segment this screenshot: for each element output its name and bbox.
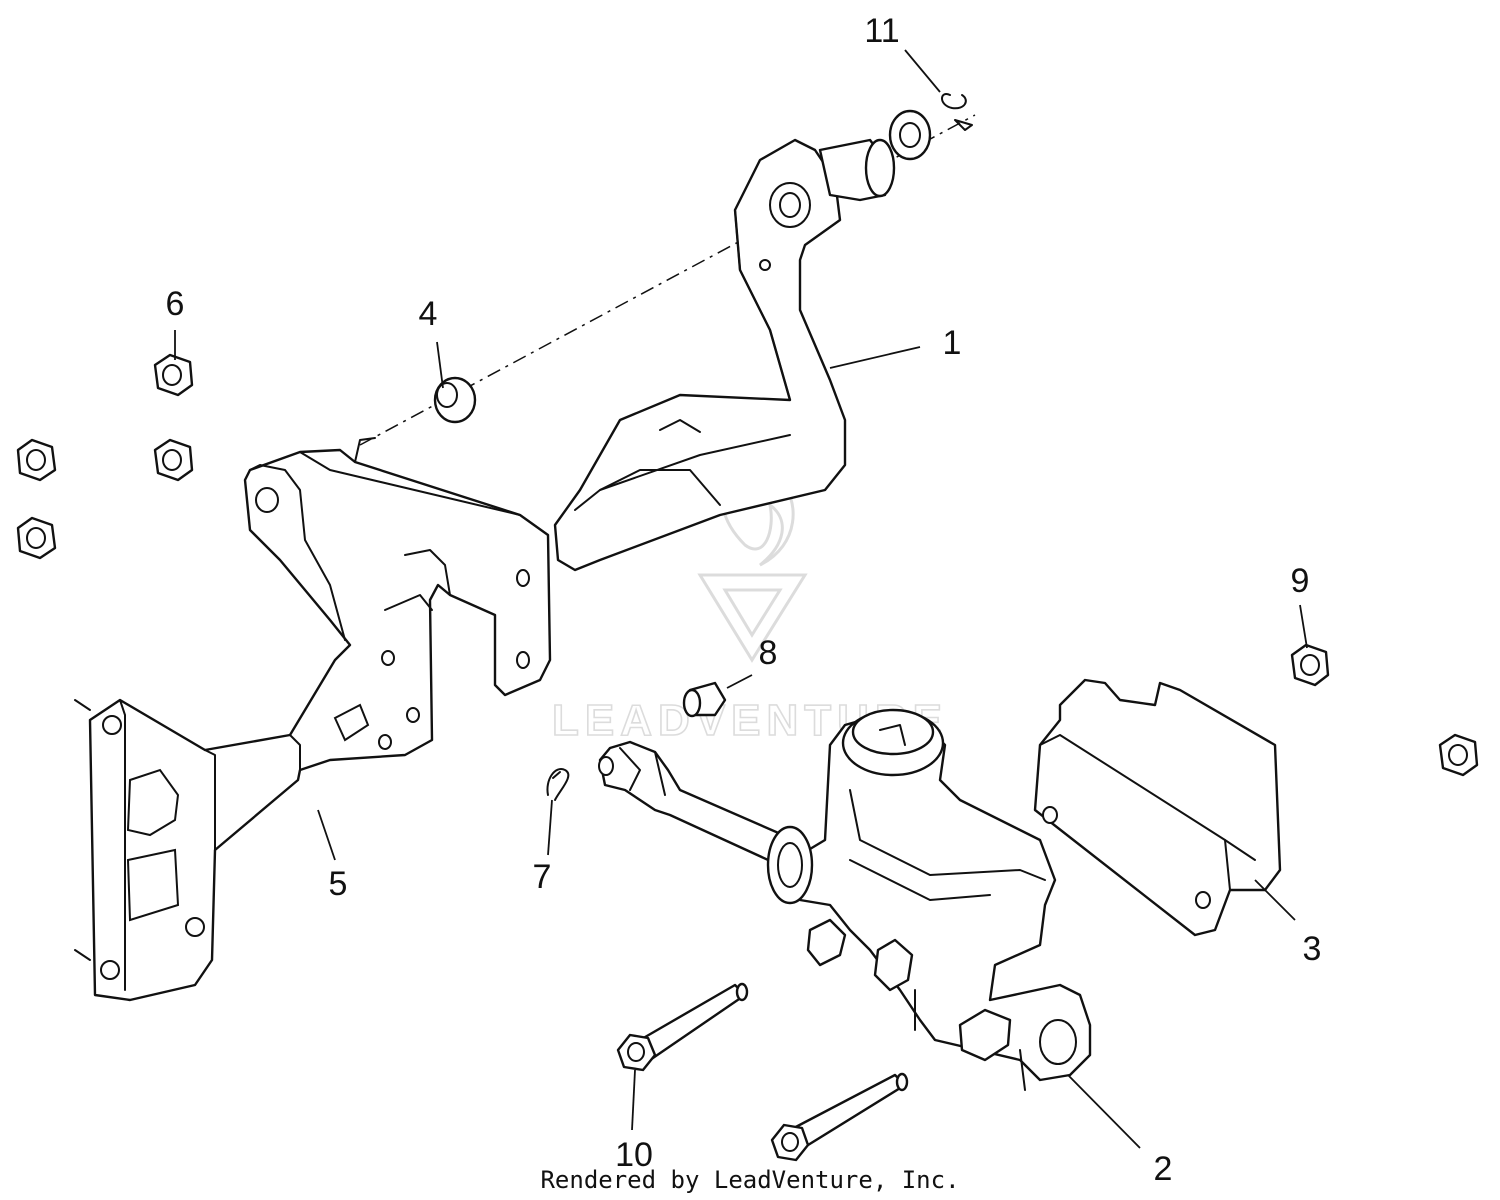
- part-6-flange-nuts: [16, 353, 194, 560]
- callout-5: 5: [329, 865, 348, 903]
- part-10-flange-bolts: [616, 982, 909, 1162]
- leader-lines: [174, 49, 1308, 1149]
- part-11-clip: [888, 93, 973, 161]
- callout-1: 1: [943, 324, 962, 362]
- part-2-master-cylinder: [598, 708, 1092, 1091]
- callout-10: 10: [615, 1136, 653, 1174]
- part-7-cotter-pin: [546, 768, 570, 801]
- callout-8: 8: [759, 634, 778, 672]
- callout-9: 9: [1291, 562, 1310, 600]
- render-credit: Rendered by LeadVenture, Inc.: [540, 1166, 960, 1194]
- part-8-clevis-pin: [682, 681, 727, 718]
- part-9-flange-nuts: [1290, 643, 1479, 777]
- callout-labels: 1 2 3 4 5 6 7 8 9 10 11: [166, 12, 1322, 1188]
- part-3-shield-plate: [1033, 678, 1282, 937]
- callout-7: 7: [533, 858, 552, 896]
- callout-3: 3: [1303, 930, 1322, 968]
- part-1-pedal-arm: [553, 138, 896, 572]
- callout-2: 2: [1154, 1150, 1173, 1188]
- part-5-mounting-bracket: [74, 437, 552, 1002]
- callout-11: 11: [864, 12, 899, 50]
- callout-4: 4: [419, 295, 438, 333]
- callout-6: 6: [166, 285, 185, 323]
- watermark-v-icon: [697, 573, 808, 663]
- part-4-bushing: [433, 376, 477, 424]
